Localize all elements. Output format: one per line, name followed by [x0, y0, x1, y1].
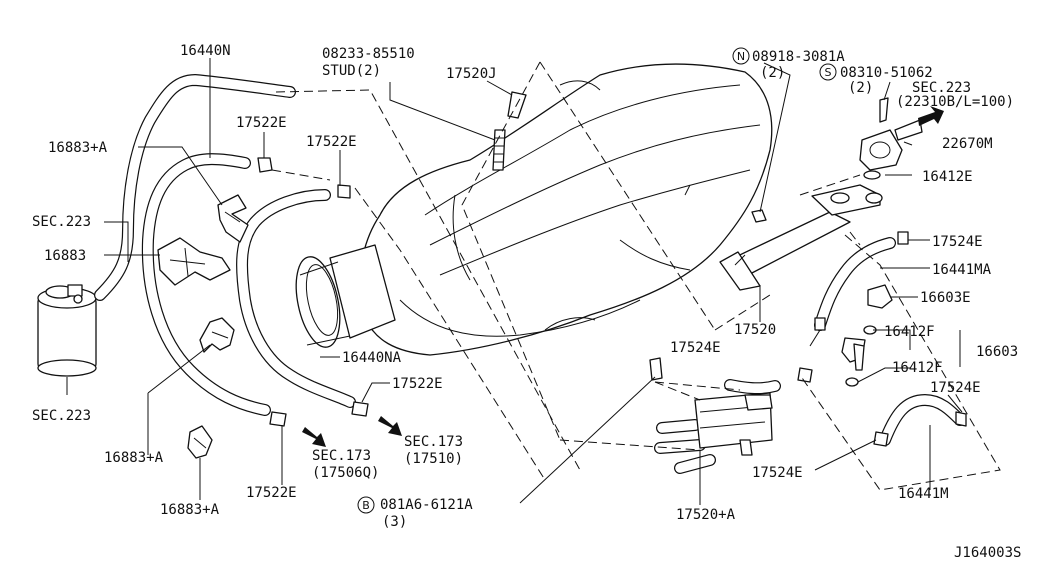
brackets: [157, 194, 249, 459]
arrows: [302, 106, 944, 447]
label-16440NA: 16440NA: [342, 350, 402, 366]
label-16603E: 16603E: [920, 290, 971, 306]
label-16412F-a: 16412F: [884, 324, 935, 340]
label-sec173-a: SEC.173: [404, 434, 463, 450]
label-17520: 17520: [734, 322, 776, 338]
part-labels: 16440N 08233-85510 STUD(2) 17520J 08918-…: [32, 43, 1021, 561]
label-17520J: 17520J: [446, 66, 497, 82]
label-22670M: 22670M: [942, 136, 993, 152]
label-16883A-mid: 16883+A: [104, 450, 164, 466]
label-17524E-a: 17524E: [932, 234, 983, 250]
label-22310B: (22310B/L=100): [896, 94, 1014, 110]
label-stud: STUD(2): [322, 63, 381, 79]
label-16441MA: 16441MA: [932, 262, 992, 278]
label-17524E-b: 17524E: [670, 340, 721, 356]
label-16441M: 16441M: [898, 486, 949, 502]
svg-text:S: S: [825, 66, 832, 79]
arrow-icon: [918, 106, 944, 126]
marker-S-icon: [819, 63, 837, 81]
label-sec223-bottom: SEC.223: [32, 408, 91, 424]
svg-text:N: N: [737, 50, 745, 63]
label-sec173-b: SEC.173: [312, 448, 371, 464]
label-08310-qty: (2): [848, 80, 873, 96]
label-081A6-6121A: 081A6-6121A: [380, 497, 473, 513]
label-16412F-b: 16412F: [892, 360, 943, 376]
clamps-17522E: [257, 157, 967, 447]
label-17510: (17510): [404, 451, 463, 467]
hoses: [94, 74, 966, 474]
label-16883: 16883: [44, 248, 86, 264]
marker-B-icon: [357, 496, 375, 514]
label-17520A: 17520+A: [676, 507, 736, 523]
label-17522E-b: 17522E: [306, 134, 357, 150]
fuel-rail: [719, 97, 923, 291]
markers: N S B: [357, 47, 837, 514]
label-08233-85510: 08233-85510: [322, 46, 415, 62]
label-16883A-bottom: 16883+A: [160, 502, 220, 518]
arrow-icon: [302, 427, 326, 447]
label-17522E-d: 17522E: [246, 485, 297, 501]
label-sec223-right: SEC.223: [912, 80, 971, 96]
label-diagram-ref: J164003S: [954, 545, 1021, 561]
injectors: [841, 284, 893, 387]
label-17506Q: (17506Q): [312, 465, 379, 481]
label-08918-qty: (2): [760, 65, 785, 81]
label-16603: 16603: [976, 344, 1018, 360]
svg-text:B: B: [362, 499, 370, 512]
label-08310-51062: 08310-51062: [840, 65, 933, 81]
engine-block: [359, 63, 773, 356]
label-17524E-c: 17524E: [930, 380, 981, 396]
label-08918-3081A: 08918-3081A: [752, 49, 845, 65]
lower-rail: [649, 357, 813, 456]
label-17522E-a: 17522E: [236, 115, 287, 131]
label-16440N: 16440N: [180, 43, 231, 59]
label-16412E: 16412E: [922, 169, 973, 185]
label-17522E-c: 17522E: [392, 376, 443, 392]
label-sec223-left: SEC.223: [32, 214, 91, 230]
arrow-icon: [378, 416, 402, 436]
canister: [37, 284, 97, 377]
label-081A6-qty: (3): [382, 514, 407, 530]
leader-lines: [66, 58, 963, 505]
marker-N-icon: [732, 47, 750, 65]
label-16883A-top: 16883+A: [48, 140, 108, 156]
intake-duct: [295, 244, 396, 348]
label-17524E-d: 17524E: [752, 465, 803, 481]
